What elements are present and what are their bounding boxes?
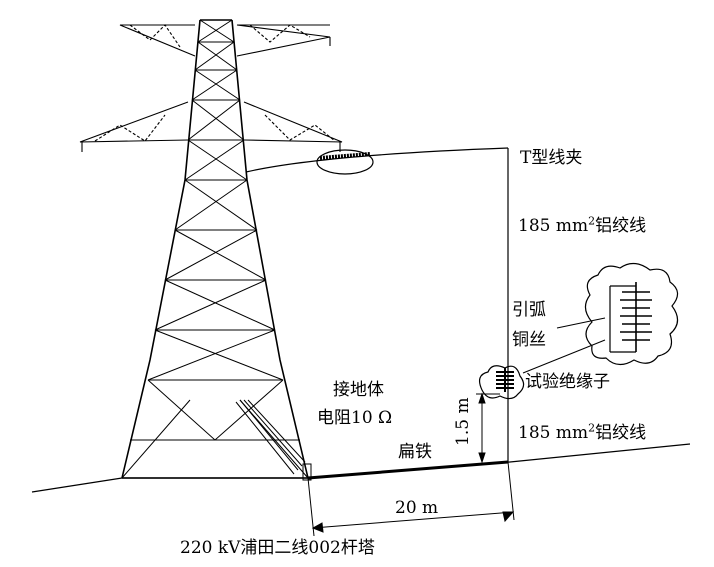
flat-iron-label: 扁铁 [398, 442, 432, 462]
arc-wire-label-line2: 铜丝 [512, 330, 546, 350]
dimension-lines [307, 392, 515, 537]
wire-top-spec: 185 mm [518, 216, 589, 236]
wire-top-name: 铝绞线 [595, 216, 647, 236]
wire-bottom-exponent: 2 [588, 421, 596, 435]
wire-top-label: 185 mm2铝绞线 [518, 215, 647, 236]
t-clamp-label: T型线夹 [520, 148, 583, 168]
tower-outline [121, 19, 309, 479]
ground-label-line2: 电阻10 Ω [317, 408, 393, 428]
test-insulator-label: 试验绝缘子 [525, 372, 610, 392]
tower-caption: 220 kV浦田二线002杆塔 [180, 538, 375, 558]
wire-bottom-spec: 185 mm [518, 423, 589, 443]
arc-wire-label-line1: 引弧 [512, 300, 546, 320]
wire-bottom-name: 铝绞线 [595, 423, 647, 443]
line-insulator [316, 149, 374, 175]
ground-label-line1: 接地体 [333, 380, 384, 400]
distance-dimension-label: 20 m [395, 498, 439, 518]
test-insulator-shape [478, 365, 525, 400]
flat-iron-strip [302, 460, 509, 481]
tower-lattice [121, 19, 309, 479]
height-dimension-label: 1.5 m [453, 397, 473, 446]
wire-bottom-label: 185 mm2铝绞线 [518, 422, 647, 443]
detail-callout [584, 262, 679, 366]
leader-lines [522, 317, 606, 374]
wire-top-exponent: 2 [588, 214, 596, 228]
crossarms [79, 24, 343, 152]
